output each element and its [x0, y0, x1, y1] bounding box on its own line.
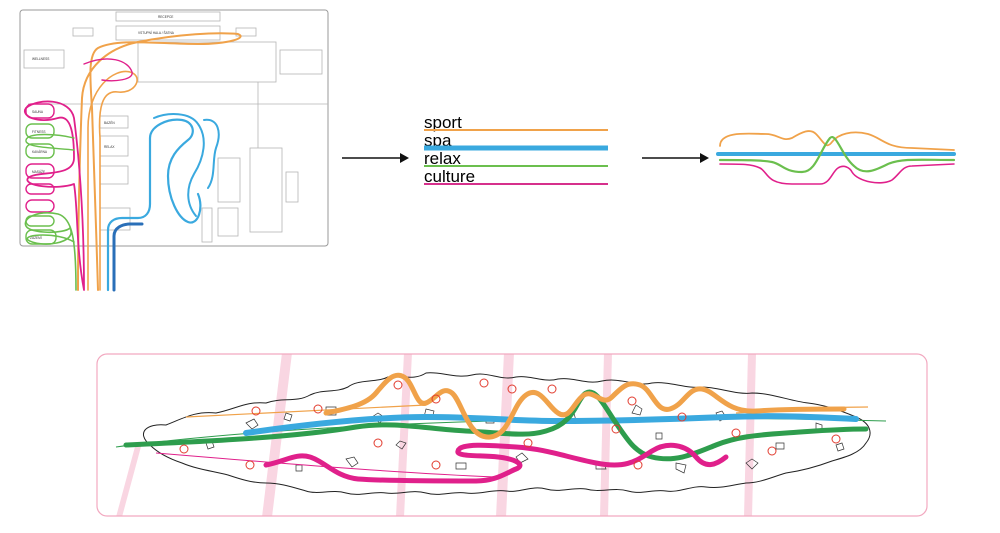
room-label: KAVÁRNA — [32, 150, 48, 154]
flow-arrow-1 — [340, 150, 410, 166]
route-sport — [323, 372, 847, 440]
thin-culture-line — [155, 452, 497, 478]
legend-item-spa: spa — [424, 131, 608, 151]
legend-item-sport: sport — [424, 113, 608, 132]
island-outline — [143, 372, 871, 495]
room-label: FITNESS — [32, 130, 45, 134]
legend-item-culture: culture — [424, 167, 608, 186]
legend-label: sport — [424, 113, 462, 132]
site-route-map — [96, 353, 928, 517]
map-frame — [96, 353, 928, 517]
route-relax — [123, 389, 869, 462]
legend-label: relax — [424, 149, 461, 168]
floor-plan-routes — [23, 32, 242, 292]
route-culture — [263, 442, 729, 484]
legend-label: culture — [424, 167, 475, 186]
room-label: MASÁŽE — [32, 169, 45, 174]
room-label: RELAX — [104, 145, 115, 149]
background-stripes — [116, 354, 756, 516]
poi-markers — [179, 378, 841, 470]
room-label: RECEPCE — [158, 15, 173, 19]
category-legend: sport spa relax culture — [420, 110, 620, 195]
mini-line-sport — [719, 130, 955, 151]
floor-plan-border — [19, 9, 329, 247]
abstracted-flow-lines — [712, 120, 957, 192]
room-label: SAUNA — [32, 110, 44, 114]
route-spa — [243, 413, 859, 436]
room-label: WELLNESS — [32, 57, 49, 61]
floor-plan-labels: RECEPCE VSTUPNÍ HALA / ŠATNA WELLNESS SA… — [30, 15, 175, 240]
left-room-column — [25, 103, 57, 245]
flow-arrow-2 — [640, 150, 710, 166]
room-label: VSTUPNÍ HALA / ŠATNA — [138, 30, 175, 35]
legend-label: spa — [424, 131, 452, 150]
mini-line-culture — [719, 163, 955, 185]
thin-sport-line — [185, 404, 427, 418]
floor-plan-diagram: RECEPCE VSTUPNÍ HALA / ŠATNA WELLNESS SA… — [18, 8, 330, 294]
legend-item-relax: relax — [424, 149, 608, 168]
room-label: BAZÉN — [104, 120, 115, 125]
mini-line-relax — [718, 135, 956, 174]
room-label: ZÁZEMÍ — [30, 236, 42, 240]
